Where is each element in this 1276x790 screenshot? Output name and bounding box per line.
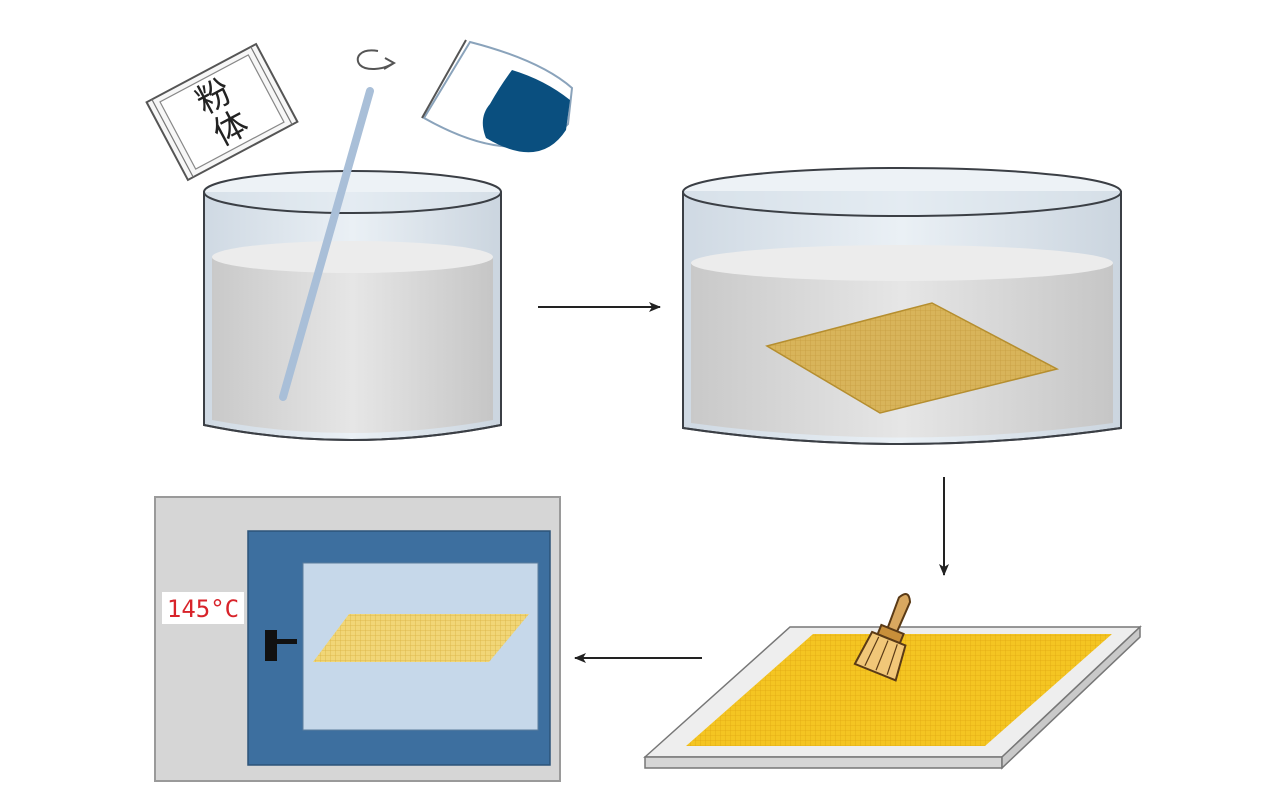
soaking-fabric: [765, 302, 1060, 414]
oven-handle-icon: [265, 630, 297, 661]
liquid-surface: [212, 241, 493, 273]
stirring-rod: [279, 87, 374, 401]
drying-fabric: [313, 614, 529, 662]
stir-rotation-icon: [356, 49, 396, 70]
soaking-beaker: [682, 167, 1122, 445]
temperature-readout: 145°C: [167, 595, 239, 623]
coating-tray: [643, 625, 1142, 770]
soak-liquid-surface: [691, 245, 1113, 281]
beaker-rim: [203, 170, 502, 214]
brush-icon: [853, 593, 912, 682]
drying-oven: 145°C: [154, 496, 561, 782]
mixing-beaker: [203, 87, 502, 441]
liquid-body: [212, 257, 493, 433]
pouring-beaker: [421, 39, 574, 153]
coated-fabric: [686, 634, 1112, 746]
temperature-display: [162, 592, 244, 624]
soak-beaker-rim: [682, 167, 1122, 217]
powder-packet: 粉 体: [145, 42, 299, 182]
